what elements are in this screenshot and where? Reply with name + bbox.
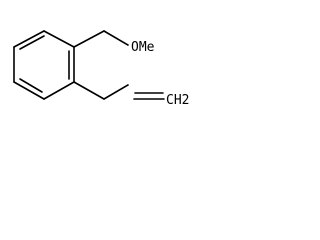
chemical-structure-diagram: OMe CH2 bbox=[13, 30, 189, 108]
ring-bond-bottom-right bbox=[43, 81, 75, 100]
ring-bond-top-right bbox=[43, 30, 75, 48]
ring-inner-double-bond-bottom-left bbox=[19, 78, 43, 93]
ring-bond-top-left bbox=[13, 30, 45, 48]
vinyl-substituent: CH2 bbox=[73, 81, 189, 108]
vinyl-single-bond bbox=[103, 84, 129, 100]
ring-bond-bottom-left bbox=[13, 81, 45, 100]
ring-inner-double-bond-top bbox=[19, 35, 45, 50]
methoxy-label: OMe bbox=[131, 40, 155, 55]
benzene-ring bbox=[13, 30, 75, 100]
ring-to-ch2-bond bbox=[73, 30, 105, 48]
terminal-ch2-text: CH2 bbox=[166, 93, 189, 108]
ch2-to-oxygen-bond bbox=[103, 30, 129, 46]
methoxymethyl-substituent: OMe bbox=[73, 30, 155, 55]
ring-to-vinyl-bond bbox=[73, 81, 105, 100]
terminal-ch2-label: CH2 bbox=[166, 93, 189, 108]
